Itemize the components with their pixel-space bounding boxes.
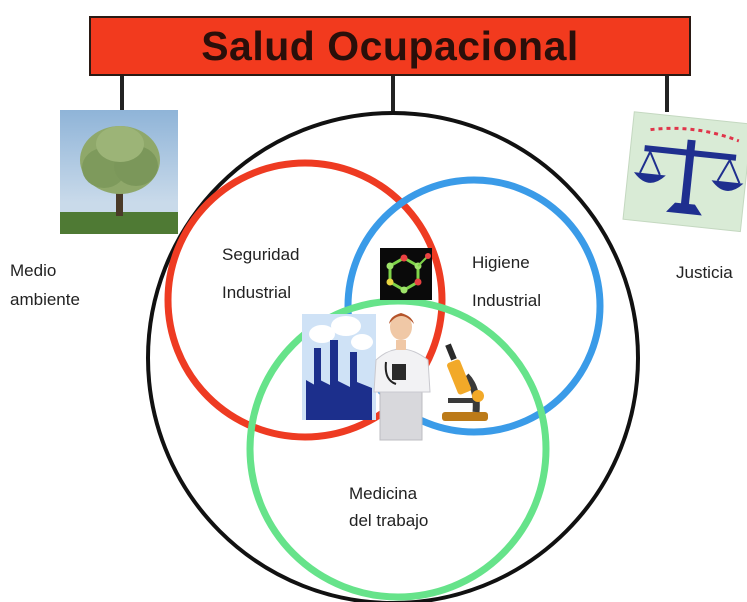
scales-icon bbox=[622, 111, 747, 233]
medicina-line1: Medicina bbox=[349, 484, 418, 503]
doctor-icon bbox=[373, 313, 431, 441]
factory-icon bbox=[302, 314, 376, 420]
higiene-line2: Industrial bbox=[472, 291, 541, 310]
medio-ambiente-line2: ambiente bbox=[10, 290, 80, 309]
seguridad-line1: Seguridad bbox=[222, 245, 300, 264]
medicina-circle bbox=[246, 297, 550, 601]
medio-ambiente-label: Medio ambiente bbox=[10, 256, 80, 314]
molecule-icon bbox=[380, 248, 432, 300]
medio-ambiente-line1: Medio bbox=[10, 261, 57, 280]
higiene-label: Higiene Industrial bbox=[472, 244, 541, 320]
tree-icon bbox=[60, 110, 178, 234]
medicina-line2: del trabajo bbox=[349, 511, 429, 530]
outer-circle bbox=[146, 111, 640, 602]
page-title: Salud Ocupacional bbox=[201, 22, 579, 69]
seguridad-label: Seguridad Industrial bbox=[222, 236, 300, 312]
justicia-label: Justicia bbox=[676, 258, 733, 287]
justicia-text: Justicia bbox=[676, 263, 733, 282]
microscope-icon bbox=[442, 343, 488, 421]
seguridad-circle bbox=[164, 159, 446, 441]
title-bar: Salud Ocupacional bbox=[89, 16, 691, 76]
seguridad-line2: Industrial bbox=[222, 283, 291, 302]
medicina-label: Medicina del trabajo bbox=[349, 480, 428, 534]
higiene-line1: Higiene bbox=[472, 253, 530, 272]
